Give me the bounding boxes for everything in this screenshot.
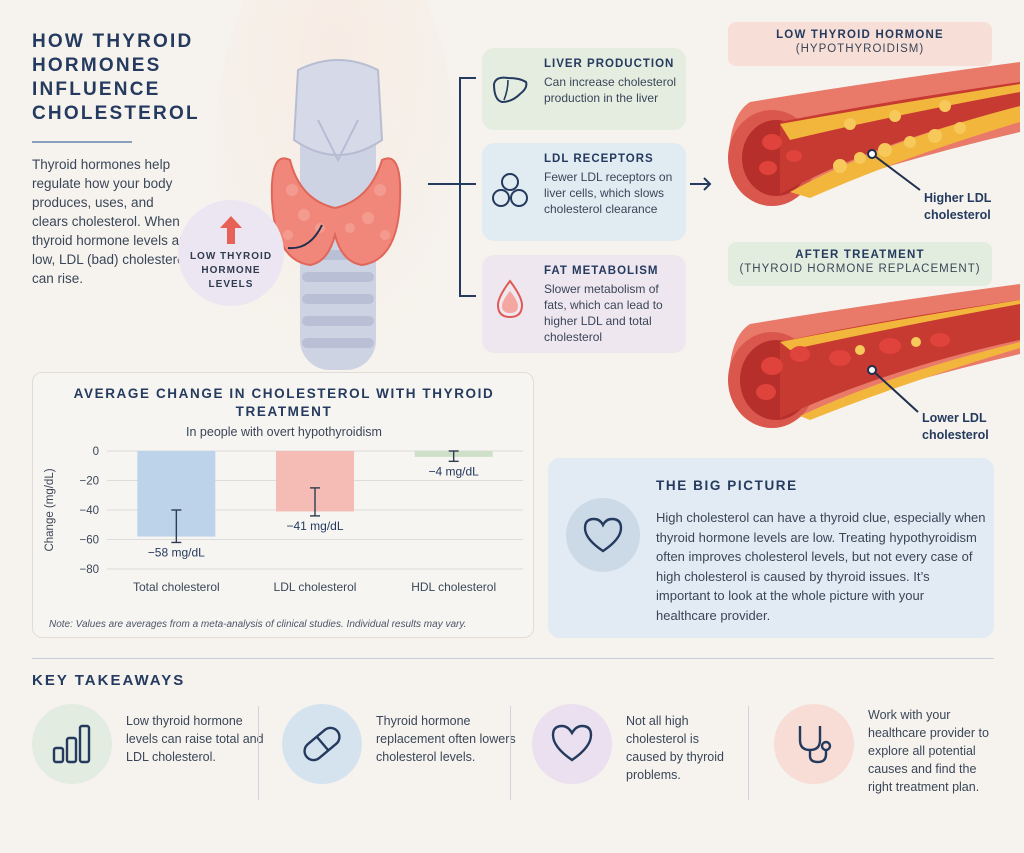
y-axis-label: Change (mg/dL): [44, 468, 56, 551]
x-category-label: Total cholesterol: [133, 580, 220, 594]
cholesterol-bar-chart: Change (mg/dL) 0 −20 −40 −60 −80 −58 mg/dL Tota…: [44, 446, 523, 594]
bar-value-label: −4 mg/dL: [428, 464, 479, 478]
artery-treated-illustration: [728, 284, 1020, 428]
takeaway-icon-circle: [532, 704, 612, 784]
bracket-connector: [428, 77, 476, 297]
big-picture-title: THE BIG PICTURE: [656, 478, 798, 493]
lower-ldl-caption: Lower LDL cholesterol: [922, 411, 989, 442]
takeaway-text: Work with your healthcare provider to ex…: [868, 708, 989, 794]
cholesterol-chart-card: AVERAGE CHANGE IN CHOLESTEROL WITH THYRO…: [32, 372, 534, 638]
mechanism-fat-card: FAT METABOLISM Slower metabolism of fats…: [482, 255, 686, 353]
x-category-label: LDL cholesterol: [274, 580, 357, 594]
bar-value-label: −41 mg/dL: [286, 519, 343, 533]
after-treatment-label: AFTER TREATMENT (THYROID HORMONE REPLACE…: [728, 242, 992, 286]
chart-title: AVERAGE CHANGE IN CHOLESTEROL WITH THYRO…: [73, 386, 495, 419]
takeaway-separator: [510, 706, 511, 800]
takeaway-icon-circle: [774, 704, 854, 784]
artery-narrowed-illustration: [728, 62, 1020, 206]
bar-chart-icon: [52, 724, 91, 764]
y-tick-label: −80: [79, 564, 99, 576]
big-picture-icon-circle: [566, 498, 640, 572]
takeaway-separator: [748, 706, 749, 800]
mechanism-text: Can increase cholesterol production in t…: [544, 75, 677, 105]
x-category-label: HDL cholesterol: [411, 580, 496, 594]
liver-icon: [492, 76, 528, 104]
mechanism-title: FAT METABOLISM: [544, 265, 659, 277]
bar-value-label: −58 mg/dL: [148, 545, 205, 559]
section-divider: [32, 658, 994, 659]
chart-subtitle: In people with overt hypothyroidism: [186, 425, 382, 439]
mechanism-text: Slower metabolism of fats, which can lea…: [544, 282, 663, 344]
takeaway-text: Thyroid hormone replacement often lowers…: [376, 714, 516, 764]
page-title: HOW THYROID HORMONES INFLUENCE CHOLESTER…: [32, 31, 200, 124]
vessel-title: LOW THYROID HORMONE: [776, 29, 944, 41]
mechanism-receptors-card: LDL RECEPTORS Fewer LDL receptors on liv…: [482, 143, 686, 241]
mechanism-text: Fewer LDL receptors on liver cells, whic…: [544, 170, 673, 216]
intro-text: Thyroid hormones help regulate how your …: [32, 157, 192, 286]
fat-drop-icon: [496, 279, 524, 319]
key-takeaways-title: KEY TAKEAWAYS: [32, 672, 186, 689]
pill-icon: [303, 726, 341, 762]
takeaway-text: Low thyroid hormone levels can raise tot…: [126, 714, 264, 764]
title-divider: [32, 141, 132, 143]
low-thyroid-label: LOW THYROID HORMONE LEVELS: [189, 251, 273, 290]
takeaway-text: Not all high cholesterol is caused by th…: [626, 714, 724, 782]
low-thyroid-badge: LOW THYROID HORMONE LEVELS: [178, 200, 284, 306]
chart-note: Note: Values are averages from a meta-an…: [49, 619, 467, 630]
arrow-right-icon: [690, 177, 712, 191]
vessel-subtitle: (HYPOTHYROIDISM): [795, 43, 925, 55]
y-tick-label: −60: [79, 535, 99, 547]
low-hormone-label: LOW THYROID HORMONE (HYPOTHYROIDISM): [728, 22, 992, 66]
big-picture-text: High cholesterol can have a thyroid clue…: [656, 510, 986, 623]
vessel-subtitle: (THYROID HORMONE REPLACEMENT): [739, 263, 981, 275]
big-picture-card: THE BIG PICTURE High cholesterol can hav…: [548, 458, 994, 638]
takeaway-separator: [258, 706, 259, 800]
heart-icon: [551, 724, 593, 762]
higher-ldl-caption: Higher LDL cholesterol: [924, 191, 992, 222]
receptors-icon: [492, 173, 528, 207]
heart-icon: [583, 517, 623, 553]
y-tick-label: 0: [93, 446, 99, 458]
mechanism-title: LIVER PRODUCTION: [544, 58, 675, 70]
takeaway-icon-circle: [32, 704, 112, 784]
y-tick-label: −20: [79, 476, 99, 488]
mechanism-liver-card: LIVER PRODUCTION Can increase cholestero…: [482, 48, 686, 130]
stethoscope-icon: [798, 726, 832, 764]
y-tick-label: −40: [79, 505, 99, 517]
vessel-title: AFTER TREATMENT: [795, 249, 925, 261]
takeaway-icon-circle: [282, 704, 362, 784]
mechanism-title: LDL RECEPTORS: [544, 153, 654, 165]
arrow-up-icon: [220, 216, 242, 244]
